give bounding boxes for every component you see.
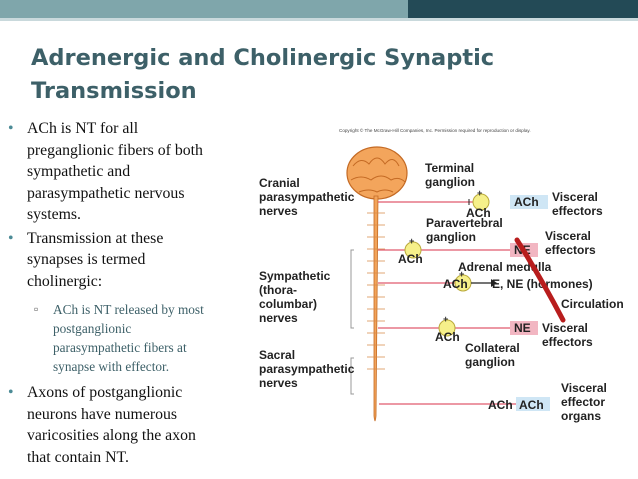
ach-label: ACh [466,206,491,220]
visceral-effectors-label-3: Visceral effectors [542,321,593,349]
ach-label: ACh [519,398,544,412]
cranial-parasympathetic-label: Cranial parasympathetic nerves [259,176,358,218]
header-band-dark [408,0,638,18]
sub-bullet-item: ▫ ACh is NT released by most postganglio… [6,300,256,376]
adrenal-medulla-label: Adrenal medulla [458,260,552,274]
synaptic-transmission-figure: Copyright © The McGraw-Hill Companies, I… [255,118,638,436]
bullet-item: • ACh is NT for all preganglionic fibers… [6,118,256,226]
region-brackets [350,249,354,395]
terminal-ganglion-label: Terminal ganglion [425,161,477,189]
ach-label: ACh [488,398,513,412]
plus-sign: + [459,269,464,279]
sub-bullet-marker: ▫ [34,302,39,316]
svg-text:ACh: ACh [514,195,539,209]
bullet-item: • Transmission at these synapses is term… [6,228,256,293]
sub-bullet-line: synapse with effector. [53,359,170,374]
bullet-line: sympathetic and [27,163,131,180]
visceral-effectors-label-2: Visceral effectors [545,229,596,257]
bullet-line: parasympathetic nervous [27,184,185,202]
bullet-line: neurons have numerous [27,405,178,423]
paravertebral-ganglion-marker [404,241,422,259]
slide-title: Adrenergic and Cholinergic Synaptic Tran… [31,42,551,108]
sub-bullet-line: parasympathetic fibers at [53,340,187,355]
bullet-marker: • [8,384,14,401]
bullet-marker: • [8,229,14,247]
visceral-effectors-label-1: Visceral effectors [552,190,603,218]
header-divider [0,18,638,21]
blood-vessel [514,237,566,323]
sacral-parasympathetic-label: Sacral parasympathetic nerves [259,348,358,390]
collateral-ganglion-marker [438,319,456,337]
svg-text:NE: NE [514,321,531,335]
sympathetic-label: Sympathetic (thora- columbar) nerves [259,269,334,325]
bullet-line: systems. [27,206,81,223]
bullet-item: • Axons of postganglionic neurons have n… [6,382,256,468]
ne-box-collateral: NE [510,321,538,335]
header-band [0,0,638,18]
header-band-light [0,0,408,18]
terminal-ganglion-marker [472,193,490,211]
plus-sign: + [477,188,482,198]
figure-svg: Copyright © The McGraw-Hill Companies, I… [259,127,624,423]
spinal-nerve-ticks [367,212,385,370]
plus-sign: + [409,236,414,246]
ach-box-terminal: ACh [510,195,548,209]
bullet-line: synapses is termed [27,251,146,268]
bullet-line: cholinergic: [27,272,103,290]
spinal-cord [373,195,379,422]
visceral-effector-organs-label: Visceral effector organs [561,381,610,423]
bullet-line: Transmission at these [27,229,164,247]
paravertebral-ganglion-label: Paravertebral ganglion [426,216,506,244]
sub-bullet-line: ACh is NT released by most [53,302,204,317]
bullet-line: preganglionic fibers of both [27,141,203,159]
nerve-pathways [378,201,517,405]
bullet-line: ACh is NT for all [27,120,139,137]
bullet-list: • ACh is NT for all preganglionic fibers… [6,118,256,470]
collateral-ganglion-label: Collateral ganglion [465,341,523,369]
bullet-marker: • [8,120,14,137]
ach-label: ACh [398,252,423,266]
ganglion-markers [404,193,490,337]
bullet-line: Axons of postganglionic [27,384,183,401]
bullet-line: that contain NT. [27,448,129,466]
brain-icon [346,146,408,200]
ach-boxes-sacral: ACh ACh [488,397,550,412]
arrow-head-icon [491,279,497,287]
slide-title-line-1: Adrenergic and Cholinergic Synaptic [31,45,495,71]
ach-label: ACh [435,330,460,344]
slide-title-line-2: Transmission [31,78,197,104]
copyright-notice: Copyright © The McGraw-Hill Companies, I… [339,127,531,133]
ach-label: ACh [443,277,468,291]
sub-bullet-line: postganglionic [53,321,132,336]
plus-sign: + [443,314,448,324]
bullet-line: varicosities along the axon [27,427,196,444]
circulation-label: Circulation [561,297,624,311]
